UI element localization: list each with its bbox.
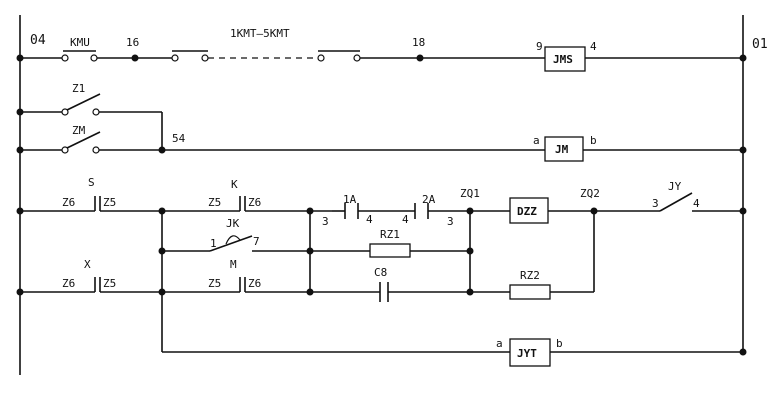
jk-contact-label: JK xyxy=(226,217,240,230)
row-dzz: S Z6 Z5 K Z5 Z6 1A 3 4 2A 4 3 ZQ1 DZZ xyxy=(16,176,747,228)
x-right-terminal: Z5 xyxy=(103,277,116,290)
jm-coil-label: JM xyxy=(555,143,569,156)
x-switch-label: X xyxy=(84,258,91,271)
c8-capacitor-label: C8 xyxy=(374,266,387,279)
k-left-terminal: Z5 xyxy=(208,196,221,209)
node-18-label: 18 xyxy=(412,36,425,49)
row-rz2: X Z6 Z5 M Z5 Z6 C8 RZ2 xyxy=(16,211,595,302)
x-left-terminal: Z6 xyxy=(62,277,75,290)
1a-contact-label: 1A xyxy=(343,193,357,206)
s-switch-label: S xyxy=(88,176,95,189)
m-switch-label: M xyxy=(230,258,237,271)
node-54-label: 54 xyxy=(172,132,186,145)
kmt-contact-range-label: 1KMT—5KMT xyxy=(230,27,290,40)
node-zq1-label: ZQ1 xyxy=(460,187,480,200)
rz2-resistor xyxy=(509,284,551,300)
2a-pin-in: 4 xyxy=(402,213,409,226)
2a-pin-out: 3 xyxy=(447,215,454,228)
jk-pin-out: 7 xyxy=(253,235,260,248)
jms-coil-label: JMS xyxy=(553,53,573,66)
jyt-coil-label: JYT xyxy=(517,347,537,360)
jy-contact-label: JY xyxy=(668,180,682,193)
rz1-resistor-label: RZ1 xyxy=(380,228,400,241)
row-jm: ZM 54 JM a b xyxy=(16,124,747,162)
rz1-resistor xyxy=(369,243,411,258)
row-jms: KMU 16 1KMT—5KMT 18 JMS 9 4 xyxy=(16,27,747,72)
row-jyt: JYT a b xyxy=(161,292,747,367)
dzz-relay-label: DZZ xyxy=(517,205,537,218)
node-16-label: 16 xyxy=(126,36,139,49)
k-right-terminal: Z6 xyxy=(248,196,261,209)
right-rail-label: 01 xyxy=(752,37,768,52)
1a-pin-in: 3 xyxy=(322,215,329,228)
jy-pin-out: 4 xyxy=(693,197,700,210)
zm-contact-label: ZM xyxy=(72,124,86,137)
row-z1: Z1 xyxy=(16,82,163,150)
jk-pin-in: 1 xyxy=(210,237,217,250)
z1-contact-label: Z1 xyxy=(72,82,85,95)
jm-pin-in: a xyxy=(533,134,540,147)
node-zq2-label: ZQ2 xyxy=(580,187,600,200)
k-switch-label: K xyxy=(231,178,238,191)
m-right-terminal: Z6 xyxy=(248,277,261,290)
row-rz1: JK 1 7 RZ1 xyxy=(158,211,474,292)
jm-coil-box xyxy=(544,136,584,162)
jms-pin-in: 9 xyxy=(536,40,543,53)
jms-pin-out: 4 xyxy=(590,40,597,53)
left-rail-label: 04 xyxy=(30,33,46,48)
1a-pin-out: 4 xyxy=(366,213,373,226)
jm-pin-out: b xyxy=(590,134,597,147)
2a-contact-label: 2A xyxy=(422,193,436,206)
rz2-resistor-label: RZ2 xyxy=(520,269,540,282)
jy-pin-in: 3 xyxy=(652,197,659,210)
jyt-pin-out: b xyxy=(556,337,563,350)
kmu-contact-label: KMU xyxy=(70,36,90,49)
dzz-relay-box xyxy=(509,197,549,224)
s-right-terminal: Z5 xyxy=(103,196,116,209)
jyt-pin-in: a xyxy=(496,337,503,350)
s-left-terminal: Z6 xyxy=(62,196,75,209)
jms-coil-box xyxy=(544,46,586,72)
m-left-terminal: Z5 xyxy=(208,277,221,290)
